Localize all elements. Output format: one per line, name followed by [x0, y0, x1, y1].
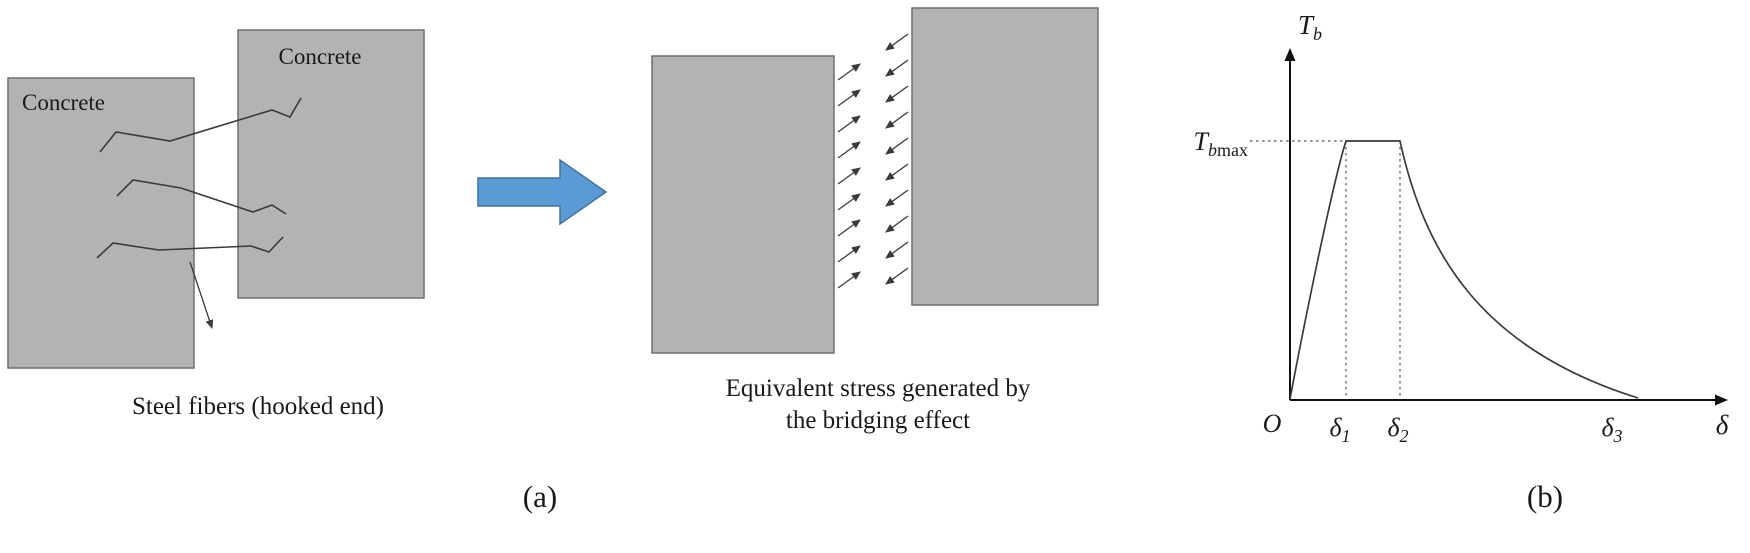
- steel-fiber: [116, 179, 287, 215]
- steel-fibers: [96, 97, 302, 259]
- bridging-stress-arrows-left-column: [837, 63, 861, 289]
- stress-down-left-arrow-icon: [885, 111, 909, 129]
- concrete-label-left: Concrete: [22, 90, 105, 115]
- panel-a-caption: (a): [523, 479, 557, 514]
- stress-down-left-arrow-icon: [885, 189, 909, 207]
- stress-block-left: [651, 55, 835, 354]
- stress-down-left-arrow-icon: [885, 33, 909, 51]
- stress-caption-line1: Equivalent stress generated by: [726, 375, 1031, 402]
- panel-b-caption: (b): [1527, 479, 1563, 514]
- concrete-label-right: Concrete: [278, 44, 361, 69]
- stress-up-right-arrow-icon: [837, 219, 861, 237]
- stress-caption-line2: the bridging effect: [786, 407, 970, 434]
- stress-down-left-arrow-icon: [885, 241, 909, 259]
- panel-a: Concrete Concrete Steel fibers (hooked e…: [7, 7, 1099, 514]
- stress-up-right-arrow-icon: [837, 271, 861, 289]
- x-tick-delta1: δ1: [1329, 413, 1350, 446]
- bridging-stress-arrows-right-column: [885, 33, 909, 285]
- stress-up-right-arrow-icon: [837, 141, 861, 159]
- x-tick-delta3: δ3: [1601, 413, 1622, 446]
- stress-down-left-arrow-icon: [885, 267, 909, 285]
- stress-down-left-arrow-icon: [885, 215, 909, 233]
- x-tick-delta2: δ2: [1387, 413, 1408, 446]
- stress-up-right-arrow-icon: [837, 115, 861, 133]
- transform-right-arrow-icon: [477, 158, 608, 226]
- stress-up-right-arrow-icon: [837, 193, 861, 211]
- peak-value-label: Tbmax: [1194, 127, 1248, 160]
- origin-label: O: [1263, 409, 1282, 438]
- bridging-stress-curve: [1289, 140, 1639, 400]
- panel-b: Tb Tbmax O δ1 δ2 δ3 δ (b): [1194, 10, 1729, 514]
- stress-up-right-arrow-icon: [837, 167, 861, 185]
- stress-up-right-arrow-icon: [837, 89, 861, 107]
- y-axis-label: Tb: [1298, 10, 1322, 44]
- fiber-caption: Steel fibers (hooked end): [132, 393, 384, 420]
- stress-block-right: [911, 7, 1099, 306]
- x-axis-label: δ: [1716, 410, 1729, 440]
- stress-down-left-arrow-icon: [885, 137, 909, 155]
- concrete-block-left: [7, 77, 195, 369]
- fiber-pointer-arrow-icon: [189, 261, 214, 329]
- stress-up-right-arrow-icon: [837, 63, 861, 81]
- concrete-block-right: [237, 29, 425, 299]
- steel-fiber: [96, 236, 284, 259]
- stress-down-left-arrow-icon: [885, 85, 909, 103]
- stress-down-left-arrow-icon: [885, 163, 909, 181]
- steel-fiber: [99, 97, 302, 153]
- stress-down-left-arrow-icon: [885, 59, 909, 77]
- stress-up-right-arrow-icon: [837, 245, 861, 263]
